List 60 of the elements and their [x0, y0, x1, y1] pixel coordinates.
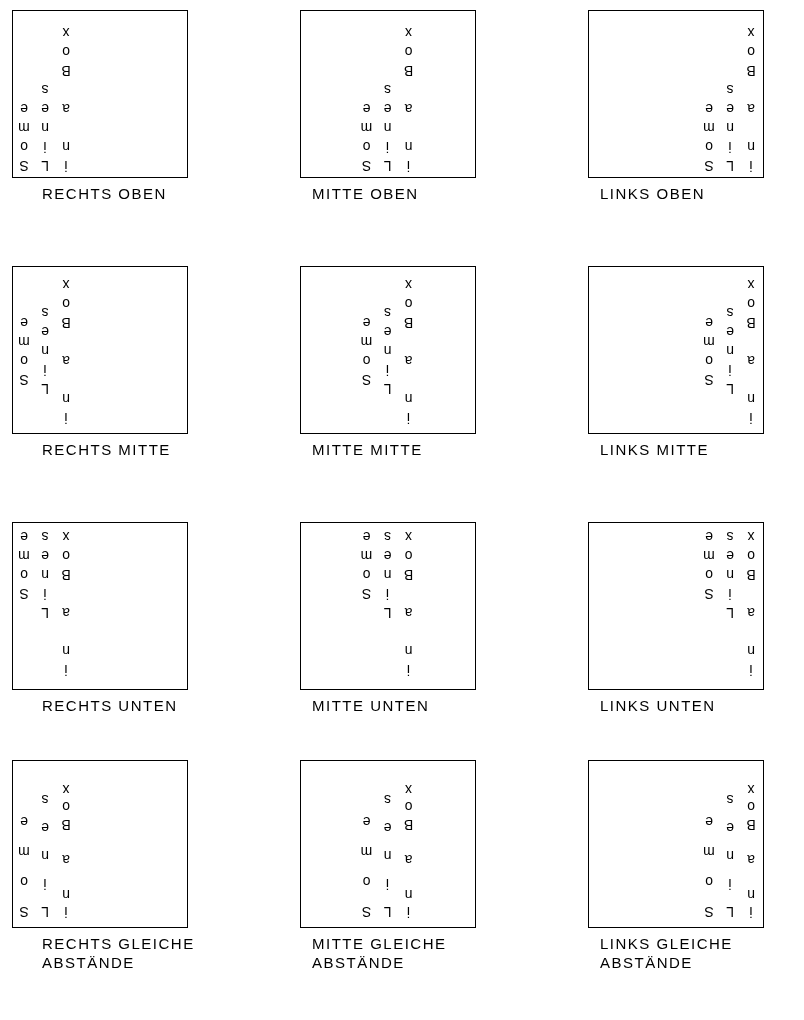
upside-down-text-line: Some [700, 97, 718, 174]
upside-down-text-line: Lines [36, 526, 54, 623]
upside-down-text-line: in a Box [399, 21, 418, 174]
panel-caption: RECHTS OBEN [42, 184, 168, 203]
upside-down-text-line: in a Box [57, 21, 75, 174]
panel-caption: RECHTS GLEICHE ABSTÄNDE [42, 934, 196, 972]
upside-down-text-line: Lines [721, 78, 739, 174]
panel-caption: MITTE GLEICHE ABSTÄNDE [312, 934, 448, 972]
upside-down-text-line: Some [15, 311, 33, 390]
upside-down-text-line: in a Box [57, 273, 75, 428]
upside-down-text-line: in a Box [742, 273, 760, 428]
text-frame [12, 760, 188, 928]
upside-down-text-line: in a Box [399, 273, 418, 428]
upside-down-text-line: Some [15, 526, 33, 604]
panel-caption: LINKS MITTE [600, 440, 710, 459]
upside-down-text-line: Lines [378, 526, 397, 623]
panel-caption: MITTE MITTE [312, 440, 424, 459]
text-frame [12, 522, 188, 690]
upside-down-text-line: in a Box [57, 526, 75, 680]
upside-down-text-line: Lines [36, 779, 54, 922]
upside-down-text-line: Lines [378, 301, 397, 400]
upside-down-text-line: Lines [721, 779, 739, 922]
upside-down-text-line: Some [15, 799, 33, 922]
upside-down-text-line: in a Box [742, 21, 760, 174]
text-frame [12, 10, 188, 178]
text-frame [300, 760, 476, 928]
upside-down-text-line: Lines [36, 301, 54, 400]
panel-caption: LINKS OBEN [600, 184, 707, 203]
upside-down-text-line: in a Box [57, 779, 75, 922]
panel-caption: LINKS GLEICHE ABSTÄNDE [600, 934, 734, 972]
upside-down-text-line: Lines [378, 78, 397, 174]
upside-down-text-line: Lines [721, 301, 739, 400]
upside-down-text-line: in a Box [742, 779, 760, 922]
panel-caption: RECHTS UNTEN [42, 696, 179, 715]
upside-down-text-line: Lines [36, 78, 54, 174]
text-frame [300, 266, 476, 434]
upside-down-text-line: Some [700, 799, 718, 922]
panel-caption: RECHTS MITTE [42, 440, 172, 459]
upside-down-text-line: Lines [721, 526, 739, 623]
text-frame [300, 10, 476, 178]
panel-caption: LINKS UNTEN [600, 696, 717, 715]
text-frame [300, 522, 476, 690]
text-frame [588, 10, 764, 178]
upside-down-text-line: Some [15, 97, 33, 174]
upside-down-text-line: in a Box [742, 526, 760, 680]
upside-down-text-line: in a Box [399, 779, 418, 922]
upside-down-text-line: in a Box [399, 526, 418, 680]
panel-caption: MITTE UNTEN [312, 696, 431, 715]
upside-down-text-line: Some [700, 526, 718, 604]
upside-down-text-line: Some [357, 311, 376, 390]
text-frame [588, 760, 764, 928]
text-frame [588, 266, 764, 434]
upside-down-text-line: Some [700, 311, 718, 390]
upside-down-text-line: Some [357, 526, 376, 604]
upside-down-text-line: Some [357, 799, 376, 922]
text-frame [12, 266, 188, 434]
panel-caption: MITTE OBEN [312, 184, 420, 203]
upside-down-text-line: Lines [378, 779, 397, 922]
text-frame [588, 522, 764, 690]
upside-down-text-line: Some [357, 97, 376, 174]
